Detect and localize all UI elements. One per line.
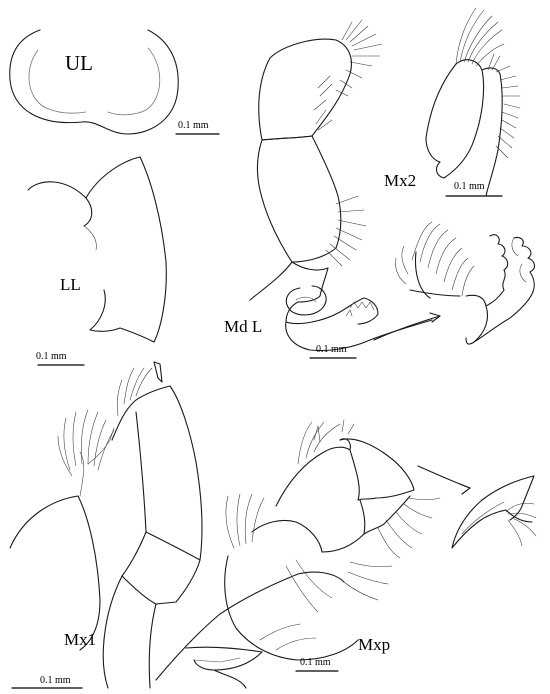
ll-label: LL: [60, 275, 81, 294]
mx1-label: Mx1: [64, 630, 96, 649]
md-scale-bar: 0.1 mm: [309, 344, 357, 359]
mx2-label: Mx2: [384, 171, 416, 190]
upper-lip-drawing: UL: [9, 29, 179, 135]
mxp-scale-text: 0.1 mm: [300, 657, 331, 668]
mdl-label: Md L: [224, 317, 262, 336]
ll-scale-bar: 0.1 mm: [36, 351, 85, 366]
maxilliped-drawing: Mxp: [155, 419, 471, 689]
lower-lip-drawing: LL: [27, 156, 167, 343]
left-mandible-drawing: Md L: [224, 19, 441, 352]
mx2-scale-text: 0.1 mm: [454, 181, 485, 192]
mxp-label: Mxp: [358, 635, 390, 654]
mx2-scale-bar: 0.1 mm: [445, 181, 503, 197]
ul-label: UL: [65, 51, 93, 75]
maxilla-2-drawing: Mx2: [384, 7, 521, 197]
dactylus-detail-drawing: [451, 475, 537, 549]
ul-scale-bar: 0.1 mm: [175, 120, 220, 135]
maxilla-1-drawing: Mx1: [9, 361, 203, 689]
md-scale-text: 0.1 mm: [316, 344, 347, 355]
ul-scale-text: 0.1 mm: [178, 120, 209, 131]
mx1-scale-text: 0.1 mm: [40, 675, 71, 686]
mxp-scale-bar: 0.1 mm: [295, 657, 339, 672]
ll-scale-text: 0.1 mm: [36, 351, 67, 362]
incisor-detail-drawing: [395, 221, 536, 345]
mx1-scale-bar: 0.1 mm: [11, 675, 83, 689]
